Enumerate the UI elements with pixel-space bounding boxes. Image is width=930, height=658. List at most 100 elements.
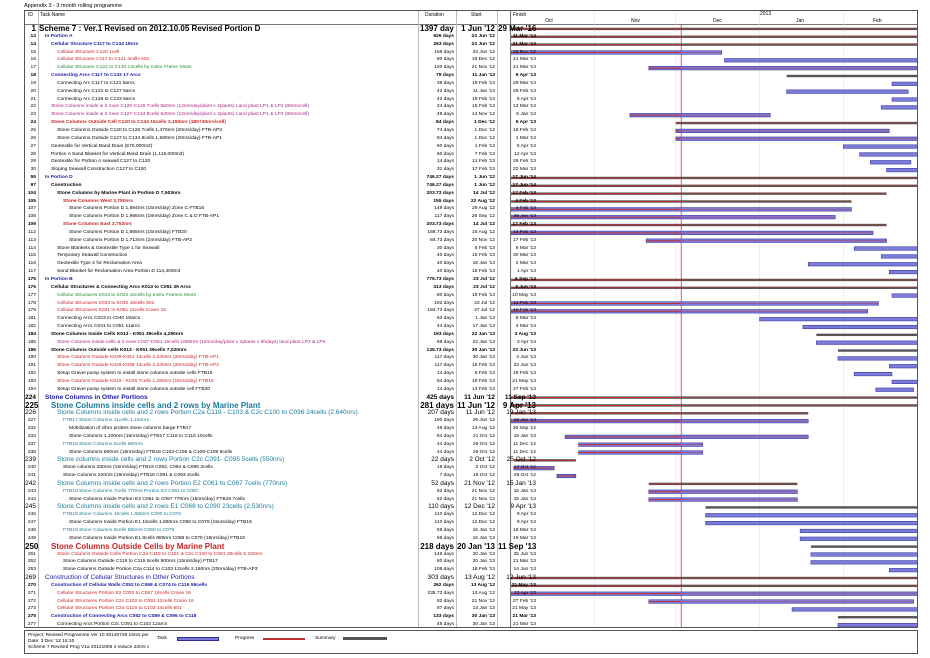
duration-header[interactable]: Duration: [425, 12, 444, 18]
divider-finish[interactable]: [510, 11, 511, 627]
task-bar[interactable]: [880, 254, 918, 259]
task-bar[interactable]: [891, 379, 918, 384]
task-name-header[interactable]: Task Name: [40, 12, 66, 18]
task-bar[interactable]: [886, 168, 918, 173]
summary-bar[interactable]: [705, 506, 918, 509]
task-bar[interactable]: [853, 372, 893, 377]
summary-bar[interactable]: [816, 333, 918, 337]
task-bar[interactable]: [759, 317, 918, 322]
task-bar[interactable]: [705, 513, 918, 518]
task-bar[interactable]: [799, 528, 918, 533]
task-bar[interactable]: [816, 340, 918, 345]
id-header[interactable]: ID: [28, 12, 33, 18]
task-bar[interactable]: [802, 324, 918, 330]
summary-bar[interactable]: [837, 349, 918, 352]
task-bar[interactable]: [880, 105, 918, 110]
summary-bar[interactable]: [786, 74, 918, 78]
summary-bar[interactable]: [810, 545, 918, 548]
finish-header[interactable]: Finish: [513, 12, 527, 18]
task-bar[interactable]: [837, 356, 918, 361]
task-bar[interactable]: [891, 81, 918, 86]
start-header[interactable]: Start: [471, 12, 482, 18]
task-bar[interactable]: [791, 607, 918, 612]
task-bar[interactable]: [837, 623, 918, 627]
task-bar[interactable]: [875, 387, 914, 392]
task-bar[interactable]: [799, 536, 918, 541]
task-bar[interactable]: [724, 58, 918, 63]
task-bar[interactable]: [891, 293, 918, 298]
task-bar[interactable]: [889, 568, 918, 573]
summary-bar[interactable]: [837, 616, 918, 619]
task-bar[interactable]: [870, 160, 912, 165]
task-bar[interactable]: [810, 560, 918, 565]
task-bar[interactable]: [705, 521, 918, 526]
